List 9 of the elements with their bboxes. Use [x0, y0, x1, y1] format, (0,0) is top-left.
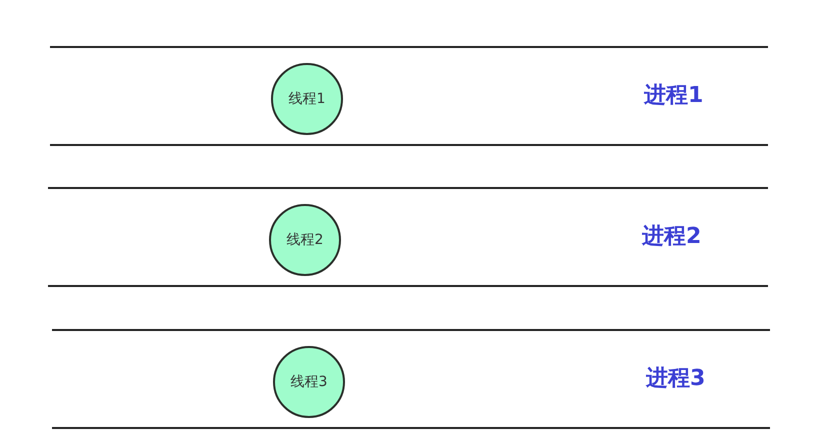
thread-circle: 线程3 — [273, 346, 345, 418]
lane-title: 进程2 — [642, 224, 702, 250]
swimlane — [52, 329, 770, 429]
lane-title: 进程1 — [644, 83, 704, 109]
thread-circle: 线程1 — [271, 63, 343, 135]
thread-circle: 线程2 — [269, 204, 341, 276]
lane-title: 进程3 — [646, 366, 706, 392]
swimlane — [50, 46, 768, 146]
swimlane — [48, 187, 768, 287]
